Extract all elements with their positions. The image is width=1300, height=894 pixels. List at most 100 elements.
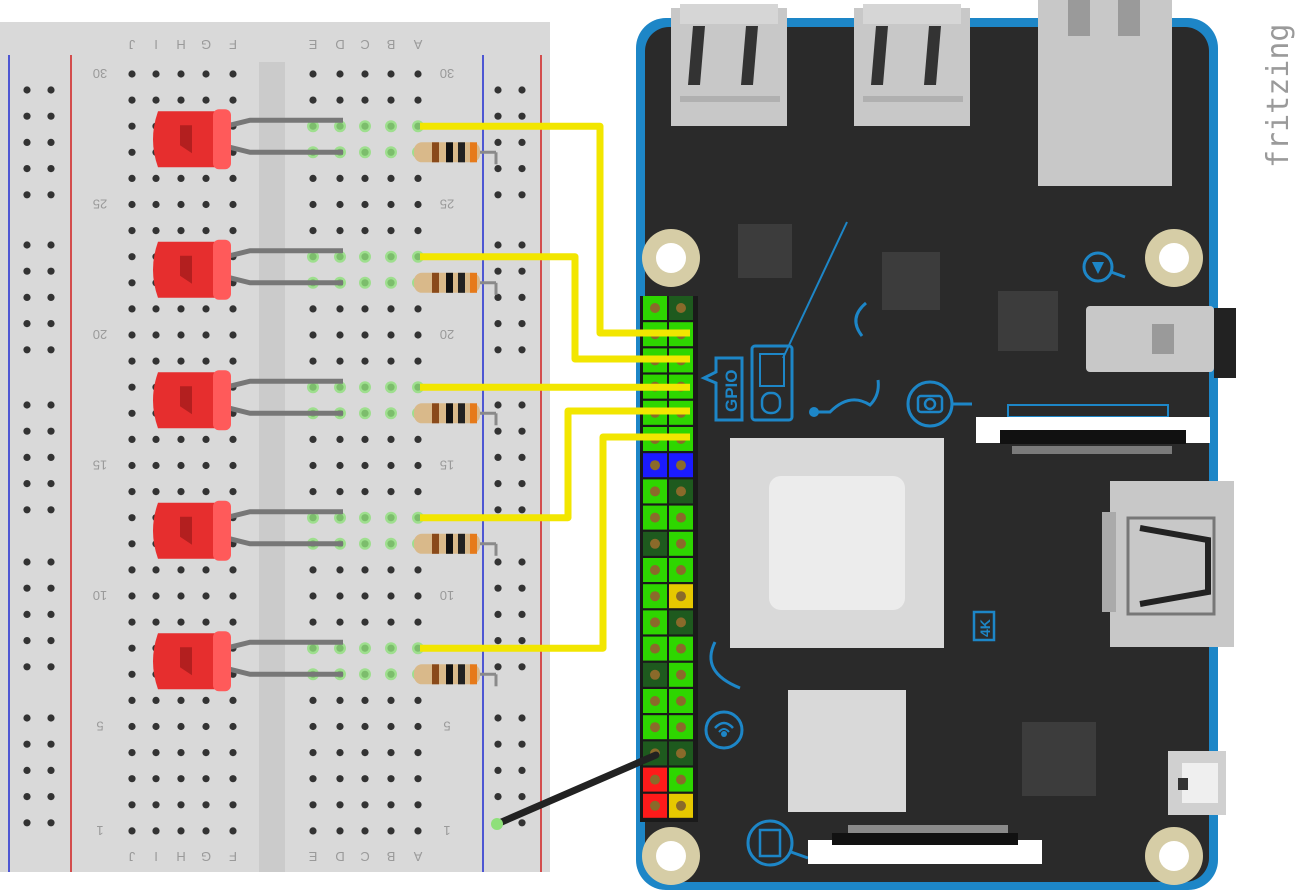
breadboard-hole bbox=[152, 566, 160, 574]
rail-hole bbox=[518, 766, 526, 775]
rail-hole bbox=[23, 293, 31, 301]
led-cathode-mark bbox=[180, 516, 192, 545]
breadboard-hole bbox=[152, 618, 160, 626]
breadboard-hole bbox=[336, 618, 344, 626]
resistor-band bbox=[432, 142, 439, 163]
gpio-pin-pad bbox=[676, 774, 686, 785]
breadboard-hole bbox=[387, 96, 395, 104]
breadboard-hole bbox=[361, 827, 369, 835]
resistor-band bbox=[470, 142, 477, 163]
breadboard-hole bbox=[177, 200, 185, 209]
rail-hole bbox=[518, 293, 526, 301]
signal-wire bbox=[420, 253, 690, 363]
breadboard-hole bbox=[152, 801, 160, 809]
rail-hole bbox=[494, 740, 502, 748]
breadboard-hole bbox=[387, 696, 395, 705]
breadboard-hole bbox=[229, 70, 237, 78]
breadboard-hole bbox=[202, 722, 210, 731]
resistor-band bbox=[432, 403, 439, 424]
rail-hole bbox=[47, 480, 55, 488]
breadboard-hole bbox=[309, 618, 317, 626]
rail-hole bbox=[47, 740, 55, 748]
rail-hole bbox=[518, 165, 526, 173]
row-number: 5 bbox=[443, 719, 450, 734]
breadboard-hole bbox=[152, 200, 160, 209]
column-letter: D bbox=[335, 37, 344, 52]
breadboard-hole bbox=[361, 775, 369, 783]
breadboard-hole bbox=[309, 174, 317, 182]
rail-hole bbox=[494, 766, 502, 775]
breadboard-hole bbox=[361, 305, 369, 313]
row-number: 1 bbox=[96, 823, 103, 838]
rail-hole bbox=[47, 506, 55, 514]
row-number: 20 bbox=[440, 327, 454, 342]
mounting-hole-bottom-right bbox=[1145, 827, 1203, 885]
rail-hole bbox=[47, 138, 55, 146]
breadboard-hole bbox=[309, 200, 317, 209]
breadboard-hole bbox=[177, 696, 185, 705]
gpio-pin-pad bbox=[676, 512, 686, 523]
resistor-band bbox=[446, 403, 453, 424]
breadboard-hole bbox=[128, 200, 136, 209]
rail-hole bbox=[23, 766, 31, 775]
breadboard-hole bbox=[414, 749, 422, 757]
gpio-pin-pad bbox=[650, 512, 660, 523]
breadboard-hole bbox=[177, 827, 185, 835]
rail-hole bbox=[494, 506, 502, 514]
breadboard-hole bbox=[128, 70, 136, 78]
breadboard-hole bbox=[128, 122, 136, 130]
breadboard-hole bbox=[128, 331, 136, 339]
breadboard-hole bbox=[336, 174, 344, 182]
breadboard-hole bbox=[309, 566, 317, 574]
breadboard-hole bbox=[202, 775, 210, 783]
resistor-band bbox=[446, 533, 453, 554]
led-rim bbox=[213, 631, 231, 692]
breadboard-hole bbox=[309, 305, 317, 313]
resistor-band bbox=[458, 403, 465, 424]
connected-hole bbox=[307, 642, 319, 655]
usb-port-1 bbox=[671, 4, 787, 126]
rail-hole bbox=[494, 637, 502, 645]
breadboard-hole bbox=[128, 488, 136, 496]
breadboard-hole bbox=[387, 827, 395, 835]
breadboard-hole bbox=[414, 305, 422, 313]
column-letter: C bbox=[360, 849, 369, 864]
connected-hole bbox=[334, 381, 346, 394]
breadboard-hole bbox=[387, 461, 395, 470]
silk-wave bbox=[810, 379, 880, 414]
pi-board: GPIO bbox=[636, 0, 1236, 890]
column-letter: H bbox=[176, 849, 185, 864]
breadboard-hole bbox=[128, 801, 136, 809]
breadboard-hole bbox=[229, 227, 237, 235]
rail-hole bbox=[47, 427, 55, 435]
breadboard-hole bbox=[202, 174, 210, 182]
rail-hole bbox=[47, 793, 55, 801]
rail-hole bbox=[518, 427, 526, 435]
rail-hole bbox=[47, 819, 55, 827]
leds bbox=[153, 109, 231, 692]
gpio-pin-pad bbox=[650, 303, 660, 313]
breadboard-hole bbox=[387, 488, 395, 496]
ground-wire-group bbox=[491, 751, 660, 830]
column-letter: F bbox=[229, 37, 237, 52]
breadboard-hole bbox=[414, 70, 422, 78]
rail-hole bbox=[494, 320, 502, 328]
breadboard-hole bbox=[309, 227, 317, 235]
breadboard-hole bbox=[128, 749, 136, 757]
rail-hole bbox=[23, 138, 31, 146]
breadboard-hole bbox=[152, 488, 160, 496]
breadboard-hole bbox=[229, 435, 237, 443]
breadboard-hole bbox=[387, 566, 395, 574]
column-letter: H bbox=[176, 37, 185, 52]
connected-hole bbox=[385, 537, 397, 550]
breadboard-hole bbox=[229, 696, 237, 705]
rail-hole bbox=[47, 558, 55, 566]
connected-hole bbox=[359, 120, 371, 133]
breadboard-hole bbox=[361, 70, 369, 78]
breadboard-hole bbox=[309, 592, 317, 600]
connected-hole bbox=[385, 276, 397, 289]
breadboard-hole bbox=[336, 200, 344, 209]
gpio-pin-pad bbox=[676, 460, 686, 471]
rail-hole bbox=[518, 112, 526, 120]
